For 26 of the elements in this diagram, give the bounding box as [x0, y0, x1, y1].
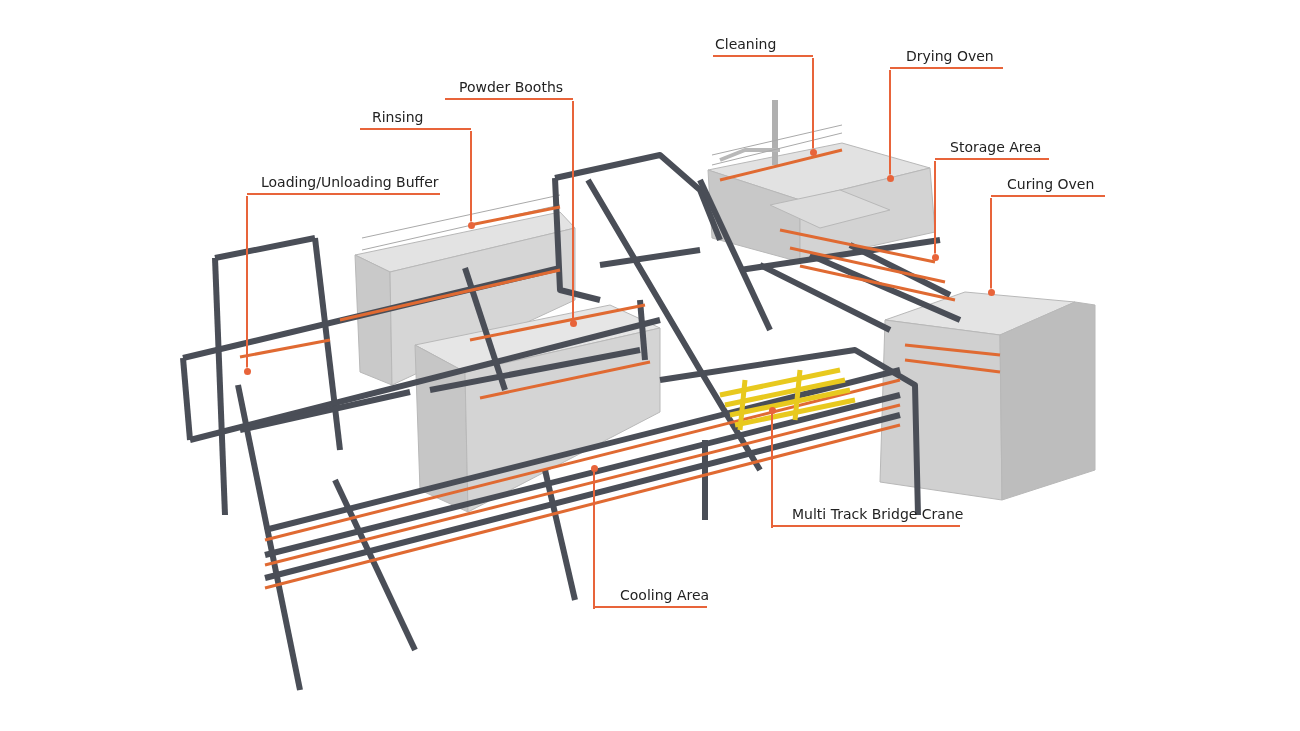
marker-dot — [768, 406, 776, 414]
marker-dot — [243, 367, 251, 375]
label-text: Powder Booths — [445, 79, 573, 100]
marker-dot — [809, 148, 817, 156]
label-text: Cleaning — [713, 36, 813, 57]
leader-line — [889, 69, 891, 176]
label-text: Rinsing — [360, 109, 471, 130]
marker-dot — [569, 319, 577, 327]
label-text: Curing Oven — [991, 176, 1105, 197]
label-text: Storage Area — [935, 139, 1049, 160]
leader-line — [246, 195, 248, 369]
leader-line — [470, 130, 472, 223]
marker-dot — [886, 174, 894, 182]
leader-line — [812, 57, 814, 150]
leader-line — [572, 100, 574, 321]
leader-line — [771, 412, 773, 529]
marker-dot — [590, 464, 598, 472]
marker-dot — [987, 288, 995, 296]
label-text: Loading/Unloading Buffer — [247, 174, 440, 195]
leader-line — [593, 470, 595, 610]
label-text: Cooling Area — [594, 587, 707, 608]
marker-dot — [467, 221, 475, 229]
leader-line — [934, 160, 936, 255]
marker-dot — [931, 253, 939, 261]
leader-line — [990, 197, 992, 290]
label-text: Drying Oven — [890, 48, 1003, 69]
